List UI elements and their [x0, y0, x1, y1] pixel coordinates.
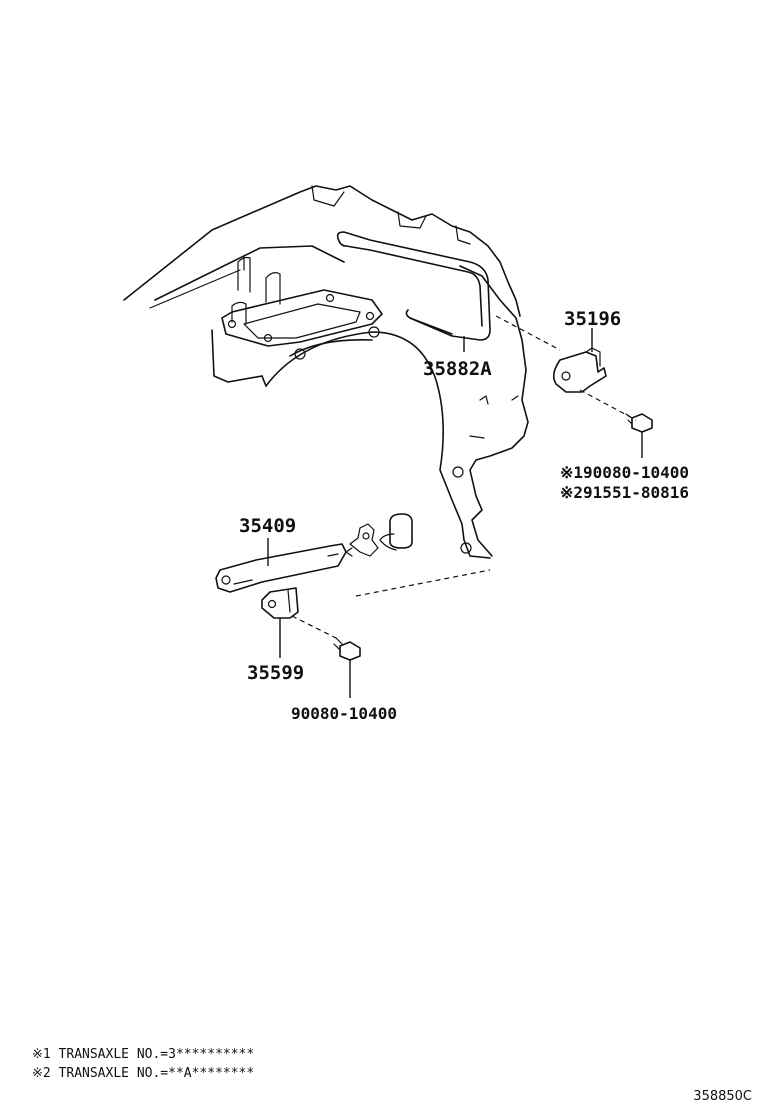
- part-label-35599[interactable]: 35599: [247, 662, 304, 684]
- breather-tube-35882a: [336, 231, 491, 352]
- drawing-reference: 358850C: [693, 1089, 752, 1104]
- footnote-1: ※1 TRANSAXLE NO.=3**********: [32, 1047, 254, 1062]
- bracket-35196: [495, 315, 637, 421]
- footnote-2: ※2 TRANSAXLE NO.=**A********: [32, 1066, 254, 1081]
- bolt-lower: [333, 637, 361, 698]
- part-label-bolt-lower[interactable]: 90080-10400: [291, 704, 397, 723]
- part-label-35196[interactable]: 35196: [564, 308, 621, 330]
- transaxle-housing: [123, 185, 529, 597]
- bolt-upper: [625, 413, 653, 458]
- part-label-bolt-alt1[interactable]: ※190080-10400: [560, 463, 689, 482]
- bracket-35599: [261, 587, 341, 658]
- part-label-35882a[interactable]: 35882A: [423, 358, 492, 380]
- control-shaft-lever-35409: [215, 513, 413, 593]
- part-label-35409[interactable]: 35409: [239, 515, 296, 537]
- part-label-bolt-alt2[interactable]: ※291551-80816: [560, 483, 689, 502]
